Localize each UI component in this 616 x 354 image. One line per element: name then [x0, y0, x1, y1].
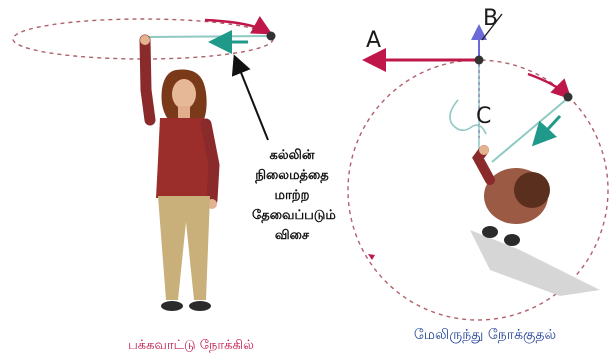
label-a: A [366, 30, 381, 52]
side-stone [267, 32, 276, 41]
force-line-1: கல்லின் [252, 146, 332, 166]
top-string [492, 98, 568, 162]
top-view-figure [348, 14, 608, 320]
caption-side-view: பக்கவாட்டு நோக்கில் [96, 338, 286, 354]
force-line-2: நிலைமத்தை [252, 166, 332, 186]
force-annotation: கல்லின் நிலைமத்தை மாற்ற தேவைப்படும் விசை [252, 146, 332, 246]
label-c: C [476, 106, 491, 128]
label-b: B [483, 8, 498, 30]
force-line-4: தேவைப்படும் [252, 206, 332, 226]
top-stone-a [475, 56, 484, 65]
person-side [140, 35, 217, 311]
top-velocity-arrow [536, 116, 560, 142]
top-rotation-arrow [528, 74, 568, 96]
force-line-3: மாற்ற [252, 186, 332, 206]
person-top [470, 145, 600, 296]
top-stone-b [564, 93, 573, 102]
force-line-5: விசை [252, 226, 332, 246]
side-string [147, 36, 270, 37]
side-view-figure [13, 19, 276, 311]
force-pointer-arrow [236, 60, 268, 140]
caption-top-view: மேலிருந்து நோக்குதல் [380, 326, 590, 344]
